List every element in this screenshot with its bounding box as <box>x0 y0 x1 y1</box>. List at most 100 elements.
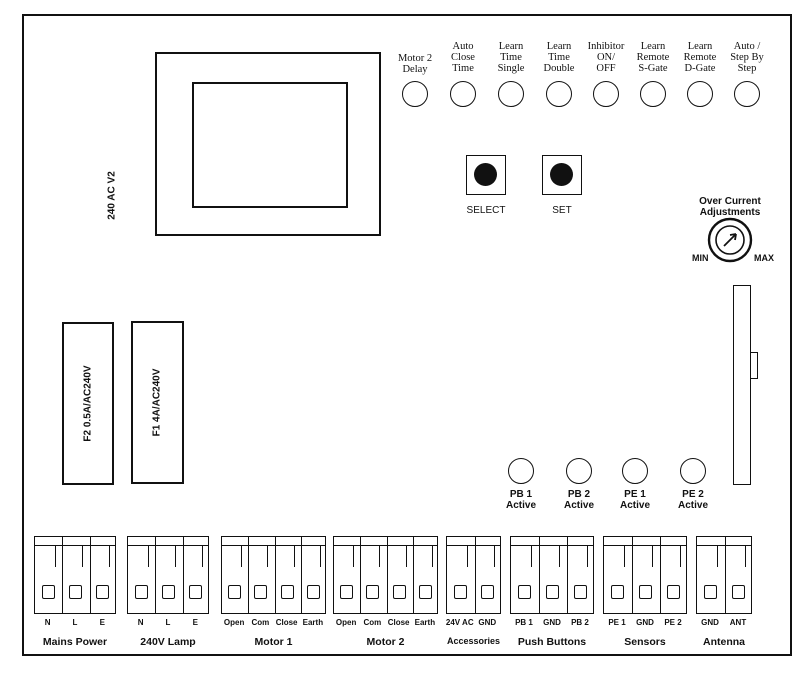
status-led-label: PE 1 Active <box>619 489 650 511</box>
terminal-screw[interactable] <box>418 585 432 599</box>
terminal-notch <box>109 545 111 567</box>
terminal-divider <box>660 537 661 613</box>
terminal-pin-label: 24V AC <box>445 618 474 627</box>
status-led <box>622 458 648 484</box>
terminal-pin-label: PB 2 <box>571 618 589 627</box>
over-current-potentiometer[interactable] <box>700 216 760 266</box>
over-current-max-label: MAX <box>754 253 774 263</box>
terminal-block <box>510 536 594 614</box>
control-board <box>22 14 792 656</box>
terminal-pin-label: GND <box>701 618 719 627</box>
terminal-screw[interactable] <box>340 585 354 599</box>
set-button-knob <box>550 163 573 186</box>
function-led <box>498 81 524 107</box>
fuse-f1-label: F1 4A/AC240V <box>151 368 163 437</box>
terminal-screw[interactable] <box>704 585 717 599</box>
terminal-pin-label: GND <box>636 618 654 627</box>
terminal-screw[interactable] <box>667 585 680 599</box>
terminal-screw[interactable] <box>306 585 320 599</box>
fuse-f2-label: F2 0.5A/AC240V <box>82 365 94 442</box>
terminal-block-edge <box>697 545 751 546</box>
terminal-notch <box>405 545 407 567</box>
terminal-screw[interactable] <box>366 585 380 599</box>
terminal-notch <box>293 545 295 567</box>
side-connector <box>733 285 751 485</box>
terminal-block-edge <box>222 545 325 546</box>
set-button[interactable] <box>542 155 582 195</box>
terminal-screw[interactable] <box>228 585 242 599</box>
terminal-block <box>603 536 687 614</box>
terminal-screw[interactable] <box>518 585 531 599</box>
terminal-notch <box>54 545 56 567</box>
function-led <box>593 81 619 107</box>
terminal-group-label: Accessories <box>446 636 501 646</box>
terminal-pin-label: PE 2 <box>664 618 682 627</box>
status-led-label: PB 2 Active <box>563 489 594 511</box>
terminal-notch <box>466 545 468 567</box>
function-led-label: Auto Close Time <box>451 41 475 74</box>
terminal-pin-label: Earth <box>302 618 324 627</box>
terminal-pin-label: E <box>192 618 198 627</box>
terminal-block <box>696 536 752 614</box>
terminal-screw[interactable] <box>611 585 624 599</box>
terminal-notch <box>680 545 681 567</box>
terminal-screw[interactable] <box>280 585 294 599</box>
terminal-block-edge <box>334 545 437 546</box>
terminal-group-label: Antenna <box>703 636 745 648</box>
terminal-group-label: 240V Lamp <box>140 636 196 648</box>
terminal-screw[interactable] <box>134 585 148 599</box>
terminal-pin-label: Com <box>363 618 382 627</box>
select-button[interactable] <box>466 155 506 195</box>
terminal-divider <box>386 537 388 613</box>
status-led-label: PE 2 Active <box>677 489 708 511</box>
over-current-title: Over Current Adjustments <box>699 196 761 218</box>
terminal-pin-label: L <box>72 618 78 627</box>
terminal-notch <box>175 545 176 567</box>
terminal-screw[interactable] <box>69 585 82 599</box>
status-led <box>508 458 534 484</box>
terminal-screw[interactable] <box>392 585 406 599</box>
terminal-screw[interactable] <box>481 585 495 599</box>
terminal-divider <box>89 537 91 613</box>
terminal-screw[interactable] <box>546 585 559 599</box>
terminal-screw[interactable] <box>162 585 175 599</box>
terminal-block <box>446 536 501 614</box>
function-led-label: Learn Remote D-Gate <box>683 41 717 74</box>
terminal-block <box>127 536 209 614</box>
function-led-label: Inhibitor ON/ OFF <box>587 41 625 74</box>
terminal-screw[interactable] <box>41 585 55 599</box>
status-led <box>680 458 706 484</box>
terminal-block <box>34 536 116 614</box>
terminal-divider <box>360 537 362 613</box>
function-led-label: Motor 2 Delay <box>397 53 433 75</box>
terminal-pin-label: N <box>44 618 51 627</box>
terminal-pin-label: N <box>137 618 144 627</box>
fuse-f1 <box>131 321 184 484</box>
select-button-label: SELECT <box>466 205 506 216</box>
terminal-screw[interactable] <box>254 585 268 599</box>
terminal-notch <box>202 545 204 567</box>
terminal-block-edge <box>128 545 208 546</box>
terminal-notch <box>431 545 433 567</box>
status-led-label: PB 1 Active <box>505 489 536 511</box>
terminal-notch <box>147 545 149 567</box>
terminal-pin-label: E <box>99 618 105 627</box>
select-button-knob <box>474 163 497 186</box>
terminal-block <box>333 536 438 614</box>
terminal-notch <box>587 545 588 567</box>
over-current-min-label: MIN <box>692 253 709 263</box>
terminal-divider <box>539 537 540 613</box>
terminal-screw[interactable] <box>189 585 203 599</box>
terminal-screw[interactable] <box>453 585 467 599</box>
terminal-screw[interactable] <box>96 585 110 599</box>
terminal-screw[interactable] <box>732 585 745 599</box>
terminal-pin-label: ANT <box>729 618 747 627</box>
terminal-group-label: Motor 1 <box>254 636 293 648</box>
terminal-block-edge <box>35 545 115 546</box>
terminal-block <box>221 536 326 614</box>
terminal-screw[interactable] <box>639 585 652 599</box>
terminal-pin-label: Com <box>251 618 270 627</box>
function-led <box>640 81 666 107</box>
terminal-pin-label: GND <box>478 618 497 627</box>
terminal-screw[interactable] <box>574 585 587 599</box>
